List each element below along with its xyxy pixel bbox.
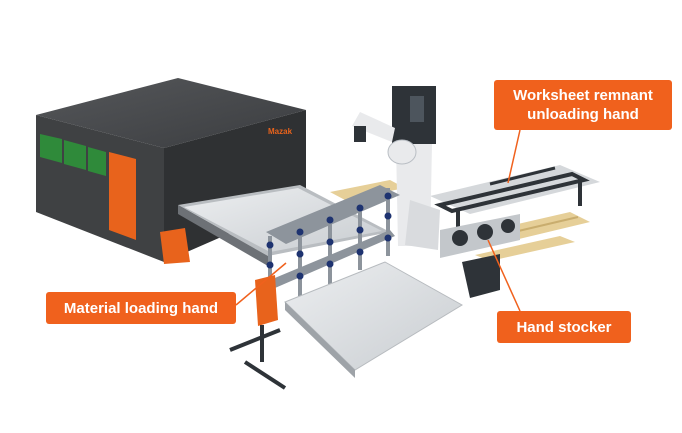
loading-rails (229, 325, 287, 390)
raw-material-sheet (284, 261, 463, 378)
callout-hand-stocker: Hand stocker (497, 311, 631, 343)
leader-lines (235, 129, 521, 312)
material-loading-hand (255, 185, 400, 326)
leader-line-loading (235, 262, 287, 306)
leader-line-remnant (507, 129, 521, 184)
callout-remnant-line2: unloading hand (527, 106, 639, 123)
robot (352, 86, 440, 250)
machine-logo: Mazak (268, 127, 293, 136)
callout-worksheet-remnant-unloading-hand: Worksheet remnant unloading hand (494, 80, 672, 130)
machine-window-2 (64, 140, 86, 170)
laser-machine: Mazak (36, 78, 306, 264)
callout-loading-text: Material loading hand (63, 299, 219, 317)
callout-material-loading-hand: Material loading hand (46, 292, 236, 324)
leader-line-stocker (487, 239, 521, 312)
cutting-table (178, 185, 390, 266)
machine-window-3 (88, 147, 106, 176)
hand-stocker (440, 214, 520, 298)
callout-stocker-text: Hand stocker (516, 318, 612, 336)
machine-window-1 (40, 134, 62, 163)
machine-control-panel (109, 152, 136, 240)
callout-remnant-line1: Worksheet remnant (513, 87, 653, 104)
